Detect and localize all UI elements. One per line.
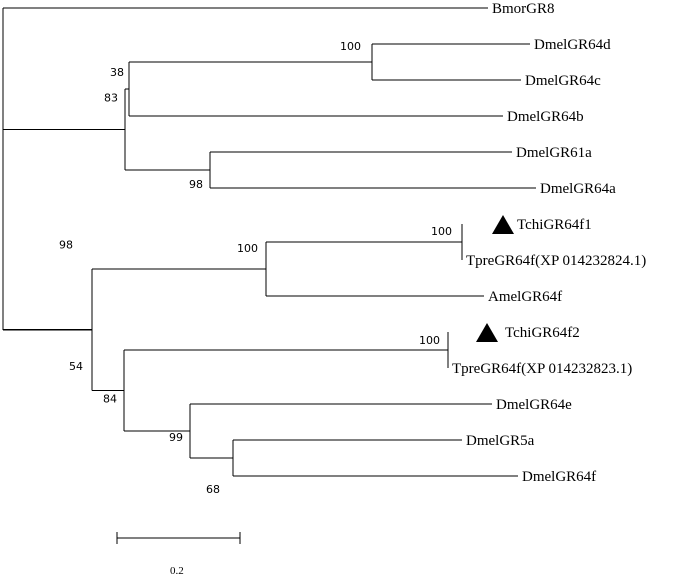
taxon-label-tc64f1: TchiGR64f1 xyxy=(517,217,592,233)
bootstrap-n_dm_upper: 83 xyxy=(104,92,118,105)
taxon-label-dm64c: DmelGR64c xyxy=(525,73,601,89)
bootstrap-n_lower_all: 54 xyxy=(69,360,83,373)
taxon-label-dm64f: DmelGR64f xyxy=(522,469,596,485)
taxon-label-dm5a: DmelGR5a xyxy=(466,433,535,449)
bootstrap-n_tc2_tp: 100 xyxy=(419,334,440,347)
bootstrap-n_dm64bcd: 38 xyxy=(110,66,124,79)
taxon-label-am64f: AmelGR64f xyxy=(488,289,562,305)
bootstrap-n_dm_lower3: 99 xyxy=(169,431,183,444)
bootstrap-n_dm64d_c: 100 xyxy=(340,40,361,53)
taxon-labels: BmorGR8DmelGR64dDmelGR64cDmelGR64bDmelGR… xyxy=(452,1,646,485)
taxon-label-dm64e: DmelGR64e xyxy=(496,397,572,413)
taxon-label-tc64f2: TchiGR64f2 xyxy=(505,325,580,341)
triangle-marker-icon xyxy=(492,215,514,234)
taxon-label-bmor8: BmorGR8 xyxy=(492,1,555,17)
bootstrap-n_dm5a_64f: 68 xyxy=(206,483,220,496)
bootstrap-n_dm61a_64a: 98 xyxy=(189,178,203,191)
taxon-label-dm64a: DmelGR64a xyxy=(540,181,616,197)
scale-bar-label: 0.2 xyxy=(170,565,184,575)
taxon-label-dm64b: DmelGR64b xyxy=(507,109,584,125)
taxon-label-tp64f_1: TpreGR64f(XP 014232824.1) xyxy=(466,253,646,269)
bootstrap-n_tc1_tp: 100 xyxy=(431,225,452,238)
bootstrap-labels: 100 38 98 83 100 100 100 68 99 84 54 98 xyxy=(59,40,452,496)
taxon-label-dm64d: DmelGR64d xyxy=(534,37,611,53)
triangle-marker-icon xyxy=(476,323,498,342)
taxon-label-dm61a: DmelGR61a xyxy=(516,145,592,161)
bootstrap-n_ingroup: 98 xyxy=(59,239,73,252)
bootstrap-n_tc1_am: 100 xyxy=(237,242,258,255)
taxon-markers xyxy=(476,215,514,342)
scale-bar: 0.2 xyxy=(116,532,241,575)
tree-branches xyxy=(2,7,536,477)
taxon-label-tp64f_2: TpreGR64f(XP 014232823.1) xyxy=(452,361,632,377)
bootstrap-n_lower: 84 xyxy=(103,393,117,406)
